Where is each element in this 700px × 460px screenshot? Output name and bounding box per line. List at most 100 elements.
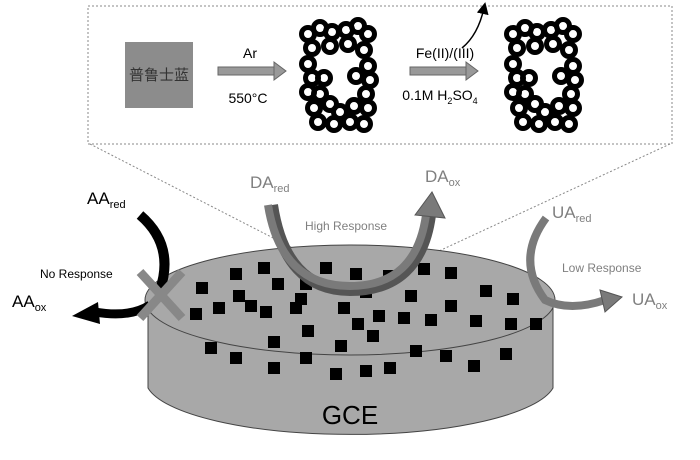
prussian-blue-box [125,42,193,108]
ua-arrow-body [526,215,607,310]
da-arrow-fill [264,204,430,291]
aa-red-label: AAred [87,189,126,211]
carbon-particle [520,69,538,87]
active-site-square [268,336,280,348]
active-site-square [272,278,284,290]
carbon-particle [321,37,339,55]
aa-ox-label: AAox [12,292,47,314]
active-site-square [260,306,272,318]
da-arrowhead [414,191,446,219]
active-site-square [445,267,457,279]
precursor-label: 普鲁士蓝 [129,67,189,84]
carbon-particle [315,69,333,87]
carbon-particle [564,99,582,117]
zoom-line-left [89,143,321,263]
arrow-step1 [217,61,287,81]
carbon-particle [325,115,343,133]
ua-ox-label: UAox [632,290,668,312]
carbon-particle [564,57,582,75]
ua-red-label: UAred [552,203,592,225]
carbon-particle [564,25,582,43]
carbon-particle [562,85,580,103]
active-site-square [335,340,347,352]
carbon-particle [504,55,522,73]
aa-arrowhead [72,302,100,324]
carbon-particle [355,115,373,133]
carbon-particle [514,113,532,131]
carbon-particle [359,99,377,117]
electrode-label: GCE [322,400,378,430]
active-site-square [373,310,385,322]
da-response-label: High Response [305,219,387,233]
carbon-particle [355,41,373,59]
carbon-particle [361,71,379,89]
active-site-square [245,300,257,312]
porous-carbon-structure-1 [299,17,379,133]
active-site-square [505,318,517,330]
active-site-square [190,308,202,320]
carbon-particle [550,97,568,115]
active-site-square [352,318,364,330]
carbon-particle [566,71,584,89]
aa-arrow-upper [136,211,170,292]
active-site-square [384,362,396,374]
active-site-square [196,282,208,294]
active-site-square [367,330,379,342]
carbon-particle [311,85,329,103]
active-site-square [230,268,242,280]
active-site-square [425,314,437,326]
active-site-square [258,262,270,274]
carbon-particle [560,115,578,133]
active-site-square [418,263,430,275]
step1-gas: Ar [243,45,257,61]
active-site-square [230,352,242,364]
carbon-particle [544,35,562,53]
carbon-particle [359,57,377,75]
carbon-particle [359,25,377,43]
active-site-square [320,262,332,274]
step2-reagent: Fe(II)/(III) [416,45,474,61]
active-site-square [233,290,245,302]
active-site-square [330,368,342,380]
da-red-label: DAred [250,173,290,195]
carbon-particle [560,41,578,59]
carbon-particle [516,85,534,103]
carbon-particle [345,97,363,115]
no-response-cross-icon [136,268,186,322]
active-site-square [470,315,482,327]
carbon-particle [526,37,544,55]
carbon-particle [303,39,321,57]
active-site-square [360,365,372,377]
carbon-particle [347,67,365,85]
carbon-particle [552,67,570,85]
carbon-particle [546,113,564,131]
fe-removal-arrow [461,2,489,49]
active-site-square [300,352,312,364]
carbon-particle [341,113,359,131]
ua-arrowhead [599,289,623,313]
active-site-square [290,302,302,314]
active-site-square [205,342,217,354]
carbon-particle [508,39,526,57]
active-site-square [410,345,422,357]
active-site-square [398,312,410,324]
active-site-square [500,348,512,360]
aa-response-label: No Response [40,267,113,281]
carbon-particle [339,35,357,53]
active-site-square [213,302,225,314]
active-site-square [468,360,480,372]
carbon-particle [528,23,546,41]
active-site-square [440,350,452,362]
porous-carbon-structure-2 [504,17,584,133]
carbon-particle [299,55,317,73]
active-site-square [507,293,519,305]
carbon-particle [357,85,375,103]
ua-response-label: Low Response [562,261,642,275]
da-ox-label: DAox [425,167,461,189]
active-site-square [530,318,542,330]
inset-frame [87,5,673,145]
step1-temperature: 550°C [228,90,267,106]
carbon-particle [323,23,341,41]
